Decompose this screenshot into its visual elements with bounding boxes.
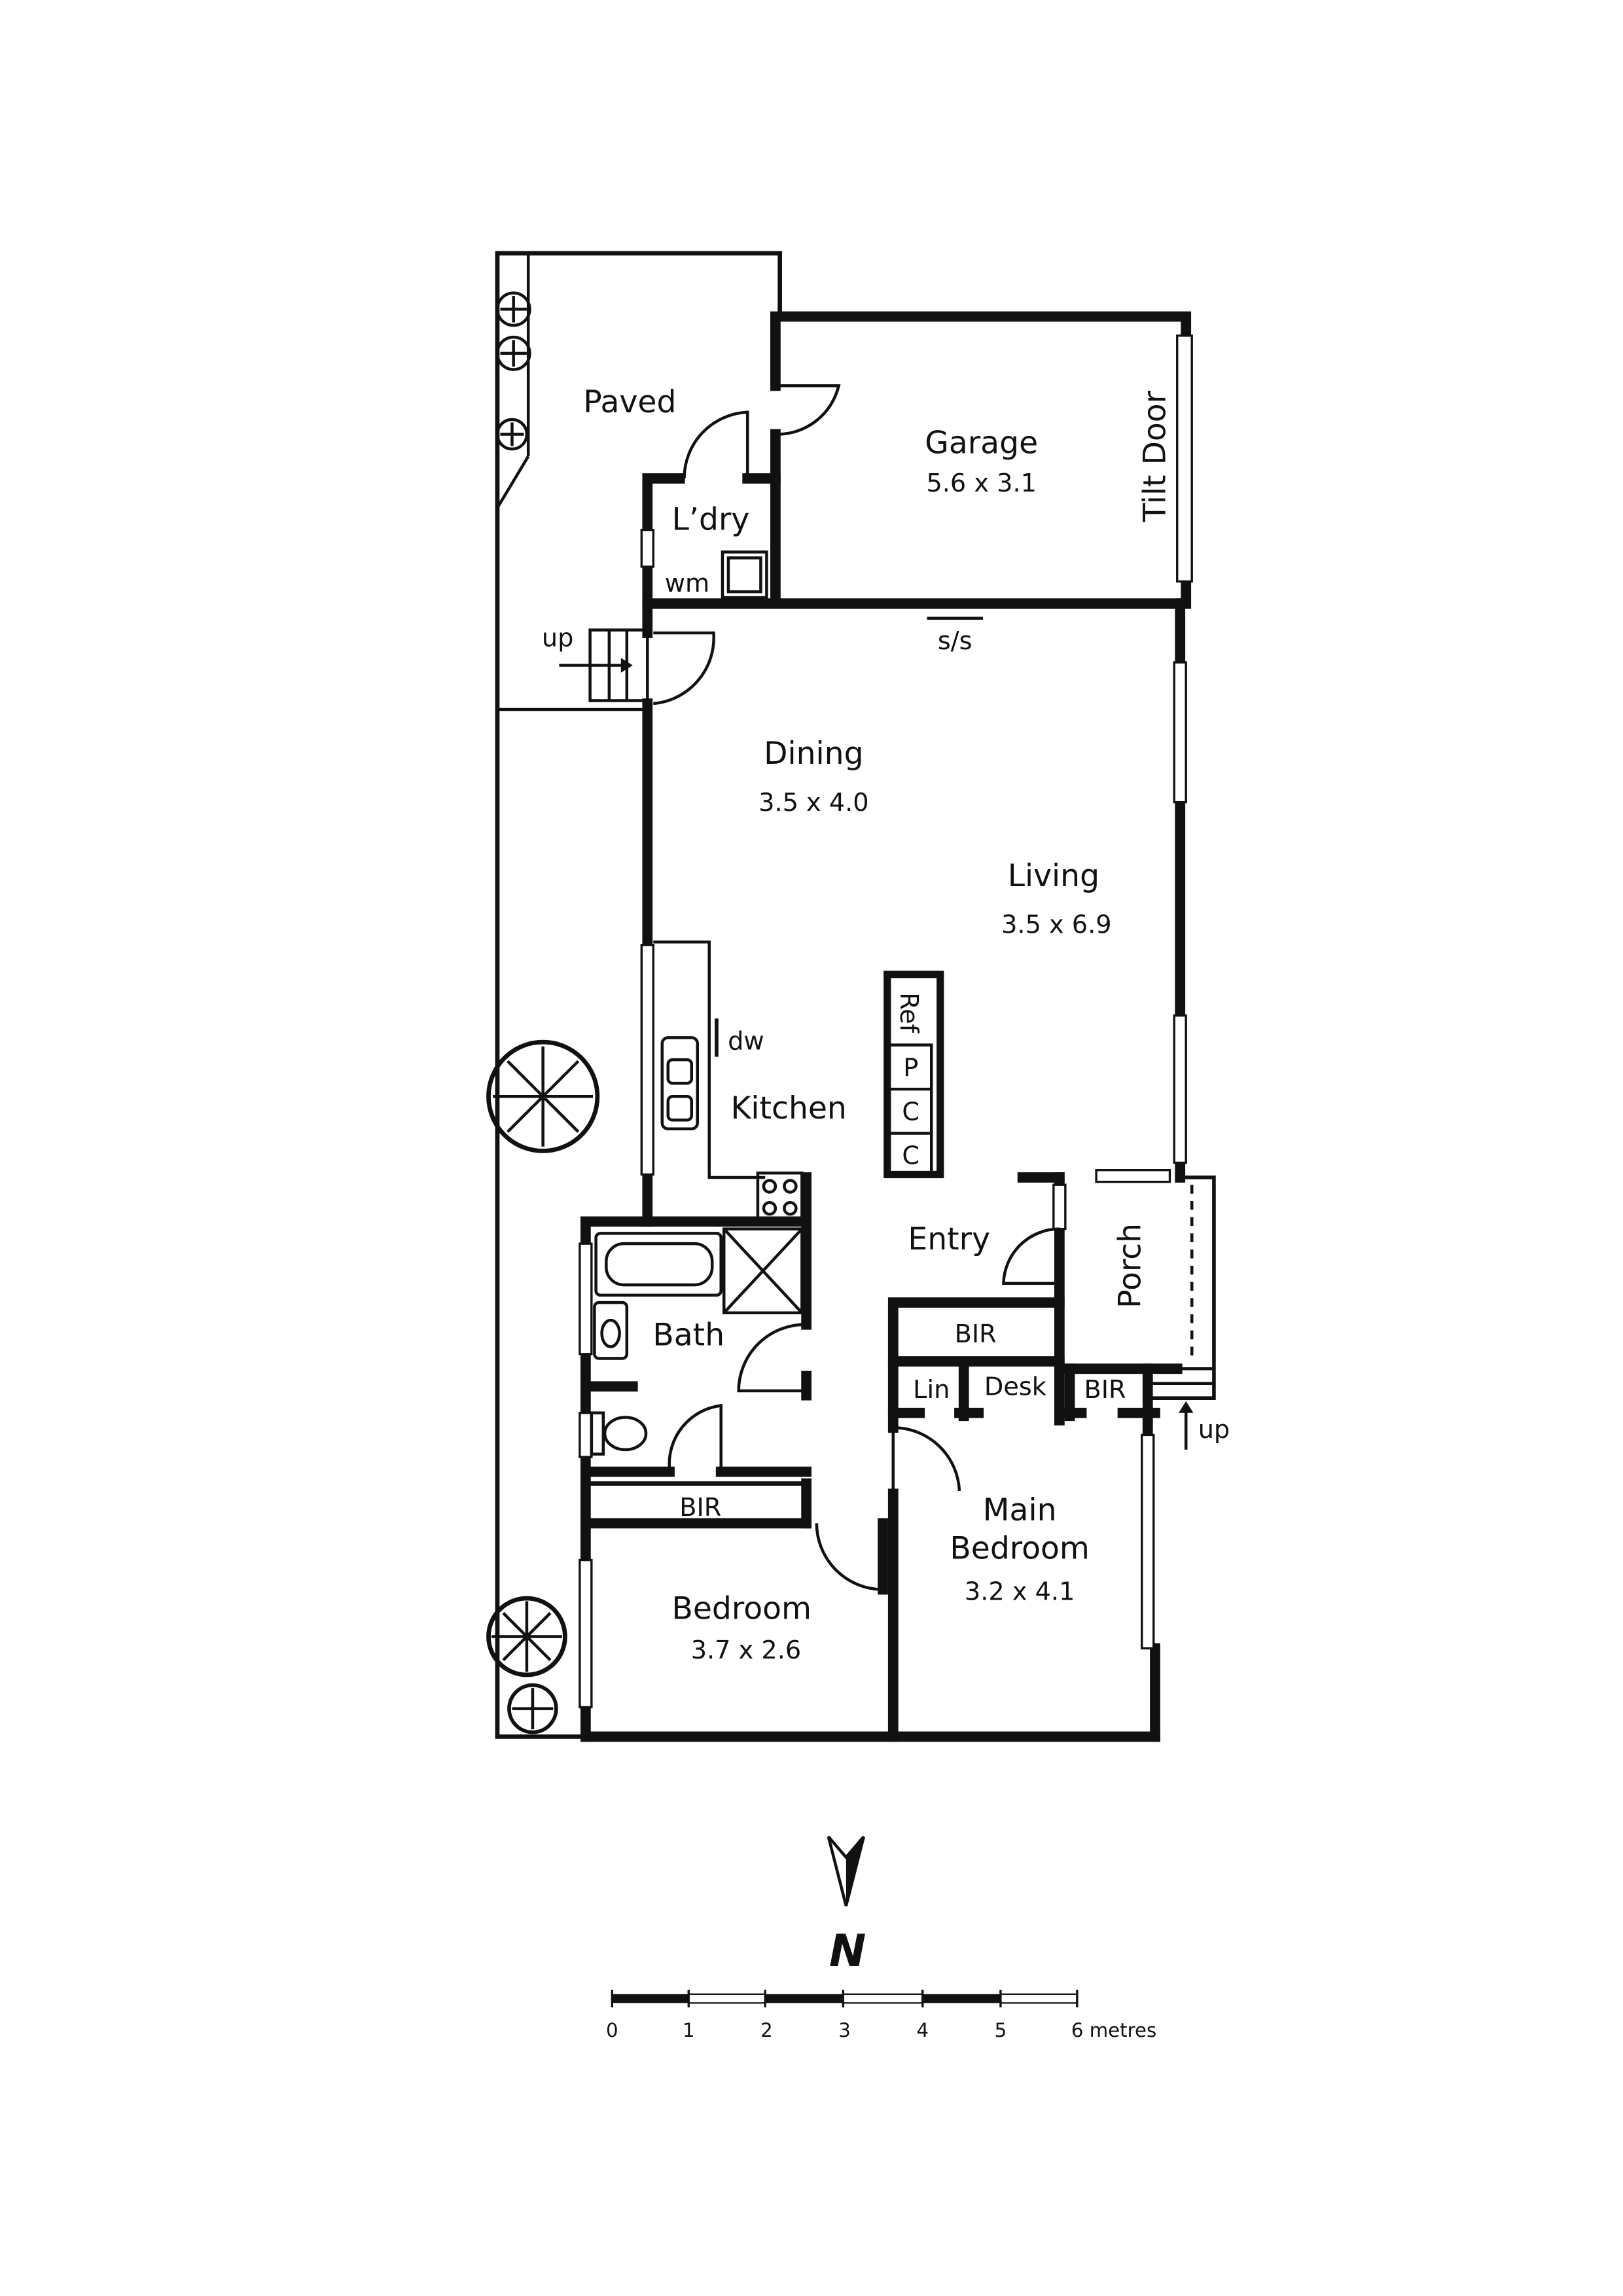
porch-label: Porch [1113,1223,1149,1308]
doors [653,384,1060,1591]
scale-tick-label: 1 [683,2019,695,2041]
pantry-label: P [903,1054,918,1083]
bath-label: Bath [652,1317,724,1353]
main-bedroom-size: 3.2 x 4.1 [965,1577,1075,1606]
shrub-icon [495,418,529,451]
bedroom-label: Bedroom [671,1590,812,1626]
dishwasher-label: dw [728,1027,764,1056]
bathtub-icon [594,1232,722,1297]
windows [579,334,1193,1709]
room-labels: Paved Garage 5.6 x 3.1 Tilt Door L’dry w… [542,384,1230,1665]
walls [580,311,1192,1742]
bedroom-size: 3.7 x 2.6 [691,1636,801,1665]
north-arrow-icon: N [827,1835,866,1977]
cupboard-label: C [902,1142,919,1171]
bir-main-label: BIR [1084,1376,1126,1405]
garage-size: 5.6 x 3.1 [926,469,1036,498]
kitchen-label: Kitchen [730,1090,846,1126]
dining-size: 3.5 x 4.0 [758,789,868,817]
scale-tick-label: 4 [916,2019,929,2041]
wm-label: wm [665,569,710,598]
vanity-icon [593,1300,629,1360]
scale-tick-label: 6 metres [1071,2019,1156,2041]
sink-icon [660,1036,699,1131]
sliding-door-label: s/s [938,627,972,656]
fixtures [590,550,944,1456]
rear-steps [559,628,649,702]
scale-tick-label: 3 [838,2019,851,2041]
shrub-icon [495,291,531,327]
washing-machine-icon [721,550,768,600]
trees [486,291,600,1734]
north-label: N [829,1925,866,1977]
tilt-door-label: Tilt Door [1137,390,1173,522]
linen-label: Lin [913,1376,950,1405]
scale-tick-label: 0 [606,2019,618,2041]
scale-bar: 0 1 2 3 4 5 6 metres [606,1990,1156,2041]
tree-icon [486,1596,567,1677]
living-label: Living [1008,858,1099,894]
paved-label: Paved [583,384,676,420]
shower-icon [722,1227,804,1315]
living-size: 3.5 x 6.9 [1001,911,1111,940]
site-boundary [495,251,783,1739]
desk-label: Desk [984,1373,1047,1402]
shrub-icon [495,335,531,371]
up-label-porch: up [1198,1416,1230,1444]
bir-entry-label: BIR [955,1320,997,1349]
scale-tick-label: 2 [760,2019,773,2041]
bir-bedroom-label: BIR [679,1494,721,1522]
shrub-icon [507,1683,558,1734]
tilt-door-panel [1176,334,1193,583]
porch-outline [1146,1175,1216,1450]
entry-label: Entry [908,1221,990,1257]
up-label-rear: up [542,624,573,653]
laundry-label: L’dry [672,502,750,538]
main-bedroom-label: Bedroom [950,1530,1090,1566]
garage-label: Garage [925,425,1038,461]
dining-label: Dining [764,736,863,772]
cupboard-label: C [902,1098,919,1126]
toilet-icon [590,1411,605,1456]
main-bedroom-label: Main [983,1492,1057,1528]
tree-icon [486,1039,600,1153]
ref-label: Ref [894,992,923,1033]
cooktop-icon [756,1171,804,1223]
scale-tick-label: 5 [995,2019,1007,2041]
